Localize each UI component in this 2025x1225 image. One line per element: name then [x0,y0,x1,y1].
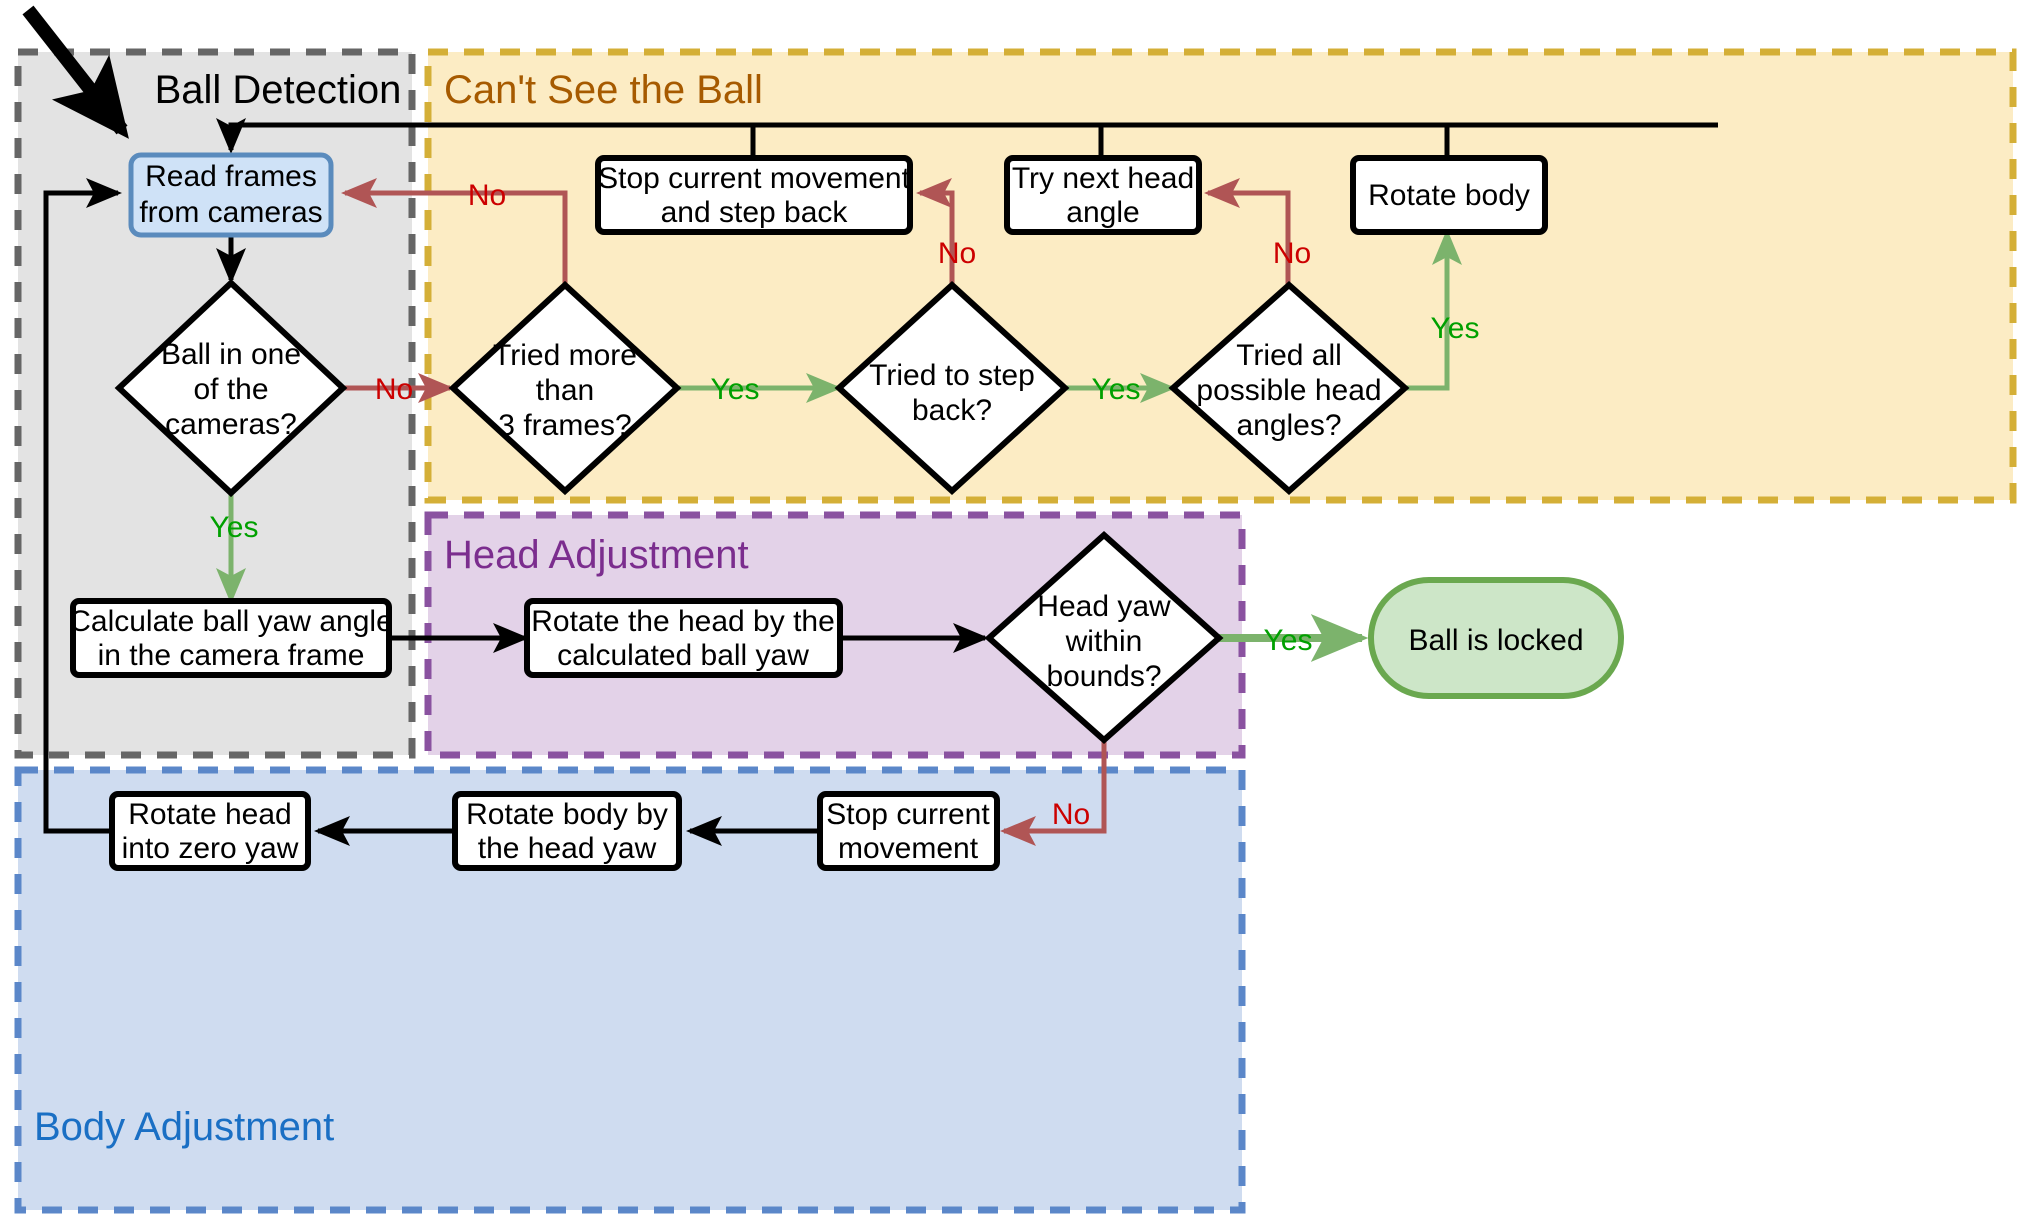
edge-label-yes-tried-more-3: Yes [711,373,760,406]
node-try-next-head-angle[interactable]: Try next head angle [1004,155,1202,235]
group-title-head-adjustment: Head Adjustment [444,533,749,577]
node-rotate-head-by-calculated-yaw[interactable]: Rotate the head by the calculated ball y… [524,598,843,678]
node-head-yaw-bounds-line2: within [1065,625,1143,658]
group-title-cant-see-ball: Can't See the Ball [444,68,763,112]
edge-entry-arrow [22,5,129,139]
node-rotate-head-into-zero-yaw[interactable]: Rotate head into zero yaw [109,791,311,871]
node-tried-step-back-line2: back? [912,394,992,427]
edge-bounds-no [1000,730,1107,846]
node-ball-in-camera-line1: Ball in one [161,338,301,371]
node-try-next-head-angle-line1: Try next head [1012,162,1194,195]
node-rotate-head-zero-line2: into zero yaw [122,832,299,865]
node-ball-is-locked-label: Ball is locked [1408,624,1583,657]
edge-tried-step-no [916,178,955,290]
edge-label-yes-head-yaw-bounds: Yes [1264,624,1313,657]
node-read-frames-line1: Read frames [145,160,317,193]
edge-tried-all-yes [1404,229,1462,391]
edge-label-no-head-yaw-bounds: No [1052,798,1090,831]
edge-label-no-tried-more-3: No [468,179,506,212]
edge-label-no-ball-in-camera: No [375,373,413,406]
node-stop-current-movement[interactable]: Stop current movement [817,791,1000,871]
node-stop-and-step-back[interactable]: Stop current movement and step back [595,155,913,235]
group-title-body-adjustment: Body Adjustment [34,1105,334,1149]
node-calculate-ball-yaw[interactable]: Calculate ball yaw angle in the camera f… [69,598,393,678]
node-tried-all-angles-line3: angles? [1236,409,1341,442]
node-stop-and-step-back-line1: Stop current movement [598,162,910,195]
edge-label-no-tried-all-angles: No [1273,237,1311,270]
edge-labels: No No Yes No Yes No Yes Yes Yes No [210,179,1480,831]
node-head-yaw-bounds-line3: bounds? [1046,660,1161,693]
edge-label-yes-tried-all-angles: Yes [1431,312,1480,345]
node-stop-current-movement-line2: movement [838,832,979,865]
node-stop-and-step-back-line2: and step back [661,196,849,229]
node-calculate-ball-yaw-line2: in the camera frame [98,639,365,672]
node-ball-in-camera[interactable]: Ball in one of the cameras? [114,278,348,498]
edge-label-no-tried-step-back: No [938,237,976,270]
edge-tried-more-no [341,178,568,290]
node-rotate-head-zero-line1: Rotate head [128,798,291,831]
node-try-next-head-angle-line2: angle [1066,196,1139,229]
node-ball-is-locked[interactable]: Ball is locked [1368,577,1624,699]
node-rotate-head-calc-line1: Rotate the head by the [531,605,835,638]
edge-tried-all-no [1204,178,1291,290]
node-tried-more-line3: 3 frames? [498,409,631,442]
node-stop-current-movement-line1: Stop current [826,798,990,831]
node-read-frames[interactable]: Read frames from cameras [128,152,334,238]
edge-rotate-head-zero-to-read-frames [43,178,122,834]
node-tried-step-back-line1: Tried to step [869,359,1035,392]
group-title-ball-detection: Ball Detection [155,68,402,112]
node-rotate-body-line1: Rotate body [1368,179,1530,212]
node-tried-more-line1: Tried more [493,339,637,372]
node-tried-all-head-angles[interactable]: Tried all possible head angles? [1168,280,1410,496]
node-calculate-ball-yaw-line1: Calculate ball yaw angle [69,605,393,638]
node-tried-more-than-3-frames[interactable]: Tried more than 3 frames? [448,280,682,496]
node-tried-more-line2: than [536,374,594,407]
node-rotate-head-calc-line2: calculated ball yaw [557,639,809,672]
node-head-yaw-bounds-line1: Head yaw [1037,590,1171,623]
edge-label-yes-tried-step-back: Yes [1092,373,1141,406]
node-head-yaw-within-bounds[interactable]: Head yaw within bounds? [984,530,1224,745]
node-tried-all-angles-line1: Tried all [1236,339,1342,372]
node-rotate-body-yaw-line1: Rotate body by [466,798,668,831]
node-rotate-body[interactable]: Rotate body [1350,155,1548,235]
edge-loop-top-to-read-frames [216,117,1718,154]
node-rotate-body-yaw-line2: the head yaw [478,832,657,865]
node-tried-to-step-back[interactable]: Tried to step back? [834,280,1070,496]
node-ball-in-camera-line2: of the [193,373,268,406]
node-read-frames-line2: from cameras [139,196,322,229]
node-tried-all-angles-line2: possible head [1196,374,1381,407]
node-rotate-body-by-head-yaw[interactable]: Rotate body by the head yaw [452,791,682,871]
edge-label-yes-ball-in-camera: Yes [210,511,259,544]
node-ball-in-camera-line3: cameras? [165,408,297,441]
